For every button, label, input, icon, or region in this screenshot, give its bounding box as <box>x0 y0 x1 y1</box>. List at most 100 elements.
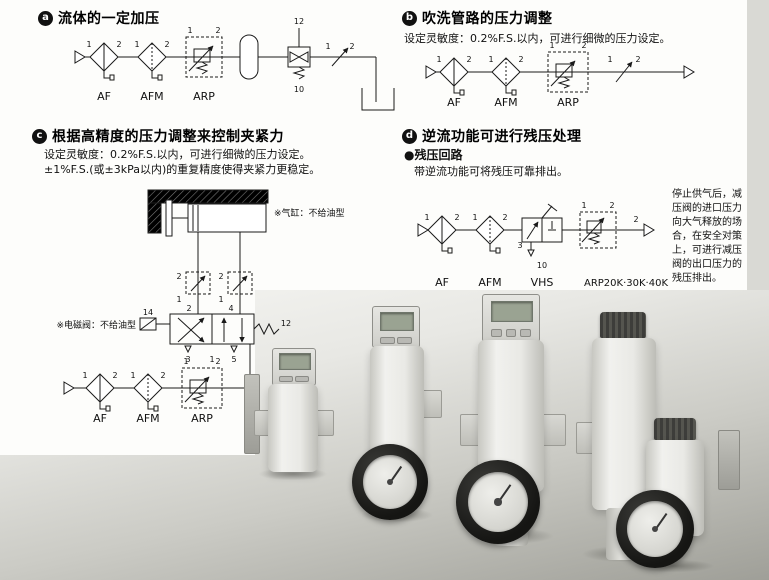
arp-regulator-symbol: 1 2 <box>185 26 223 78</box>
product-regulator-4 <box>566 312 680 568</box>
cylinder-note: ※气缸：不给油型 <box>274 207 345 219</box>
component-label-vhs: VHS <box>531 276 554 289</box>
cylinder-symbol <box>165 199 267 237</box>
pressure-gauge <box>352 444 428 520</box>
port-label: 1 <box>549 41 554 50</box>
port-label: 2 <box>502 213 507 222</box>
section-c-title: 根据高精度的压力调整来控制夹紧力 <box>52 129 284 145</box>
port-label: 2 <box>116 40 121 49</box>
port-label: 12 <box>281 319 291 328</box>
section-a-header: a 流体的一定加压 <box>38 8 160 28</box>
circuit-diagram-d: 1 2 1 2 3 10 1 2 <box>417 201 668 289</box>
afm-filter-symbol: 1 2 <box>488 55 524 96</box>
mounting-bracket <box>718 430 740 490</box>
circuit-diagram-c: ※气缸：不给油型 2 1 2 1 2 4 1 <box>56 189 345 425</box>
gauge-hub <box>494 498 502 506</box>
mount-wall <box>147 189 269 234</box>
port-label: 12 <box>294 17 304 26</box>
af-filter-symbol: 1 2 <box>82 371 118 412</box>
af-filter-symbol: 1 2 <box>424 213 460 254</box>
port-label: 10 <box>294 85 304 94</box>
port-label: 2 <box>349 42 354 51</box>
port-label: 2 <box>215 26 220 35</box>
circuit-diagram-a: 1 2 1 2 1 2 1 <box>74 17 395 111</box>
display-screen <box>379 311 415 331</box>
port-label: 1 <box>134 40 139 49</box>
component-label-af: AF <box>97 90 111 103</box>
port-label: 1 <box>488 55 493 64</box>
solenoid-valve-note: ※电磁阀：不给油型 <box>56 319 136 331</box>
component-label-arp: ARP <box>193 90 215 103</box>
port-label: 1 <box>183 357 188 366</box>
regulator-body <box>268 384 318 472</box>
section-a-badge: a <box>38 10 53 26</box>
component-label-af: AF <box>93 412 107 425</box>
digital-display <box>372 306 420 348</box>
inlet-arrow-icon <box>417 223 429 237</box>
throttle-valve-symbol: 1 2 <box>325 42 355 67</box>
adjustment-knob <box>654 418 696 440</box>
section-d-title: 逆流功能可进行残压处理 <box>422 129 582 145</box>
component-label-afm: AFM <box>478 276 501 289</box>
port-label: 1 <box>209 355 214 364</box>
open-tank-symbol <box>361 57 395 111</box>
port-label: 2 <box>160 371 165 380</box>
port-label: 3 <box>517 241 522 250</box>
component-label-arp: ARP <box>557 96 579 109</box>
port-label: 3 <box>185 355 190 364</box>
port-label: 1 <box>581 201 586 210</box>
port-label: 2 <box>581 41 586 50</box>
port-label: 2 <box>215 357 220 366</box>
port-label: 2 <box>186 304 191 313</box>
tank-symbol <box>239 34 259 80</box>
port-label: 1 <box>218 295 223 304</box>
port-flange <box>316 410 334 436</box>
port-label: 1 <box>86 40 91 49</box>
af-filter-symbol: 1 2 <box>86 40 122 81</box>
section-b-header: b 吹洗管路的压力调整 <box>402 8 553 28</box>
section-c-badge: c <box>32 128 47 144</box>
digital-display <box>482 294 540 342</box>
port-label: 1 <box>82 371 87 380</box>
display-screen <box>491 300 533 322</box>
inlet-arrow-icon <box>425 65 440 79</box>
inlet-arrow-icon <box>74 50 90 64</box>
component-label-afm: AFM <box>136 412 159 425</box>
pressure-gauge <box>456 460 540 544</box>
section-c-desc1: 设定灵敏度：0.2%F.S.以内，可进行细微的压力设定。 <box>44 148 311 161</box>
arp-regulator-symbol: 1 2 <box>547 41 589 93</box>
section-c-header: c 根据高精度的压力调整来控制夹紧力 <box>32 126 284 146</box>
gauge-face <box>626 500 684 558</box>
vhs-valve-symbol: 3 10 <box>517 203 563 270</box>
port-label: 5 <box>231 355 236 364</box>
af-filter-symbol: 1 2 <box>436 55 472 96</box>
throttle-valve-symbol: 1 2 <box>607 55 641 83</box>
section-d-badge: d <box>402 128 417 144</box>
afm-filter-symbol: 1 2 <box>130 371 166 412</box>
component-label-arp: ARP <box>191 412 213 425</box>
section-a-title: 流体的一定加压 <box>58 11 160 27</box>
adjustment-knob <box>600 312 646 338</box>
port-label: 2 <box>633 215 638 224</box>
outlet-arrow-icon <box>683 65 695 79</box>
section-d-subtitle: ●残压回路 <box>404 148 463 162</box>
port-label: 2 <box>218 272 223 281</box>
port-label: 2 <box>176 272 181 281</box>
display-screen <box>279 353 311 371</box>
arp-regulator-symbol: 1 2 <box>579 201 617 249</box>
port-label: 1 <box>424 213 429 222</box>
gauge-face <box>467 471 529 533</box>
port-label: 1 <box>187 26 192 35</box>
regulator-body <box>592 338 656 510</box>
port-label: 2 <box>164 40 169 49</box>
afm-filter-symbol: 1 2 <box>134 40 170 81</box>
port-label: 1 <box>436 55 441 64</box>
port-label: 1 <box>325 42 330 51</box>
component-label-afm: AFM <box>494 96 517 109</box>
port-label: 2 <box>454 213 459 222</box>
product-regulator-2 <box>346 306 444 526</box>
speed-controller-right: 2 1 <box>218 271 253 304</box>
gauge-face <box>362 454 418 510</box>
port-label: 14 <box>143 308 153 317</box>
speed-controller-left: 2 1 <box>176 271 211 304</box>
